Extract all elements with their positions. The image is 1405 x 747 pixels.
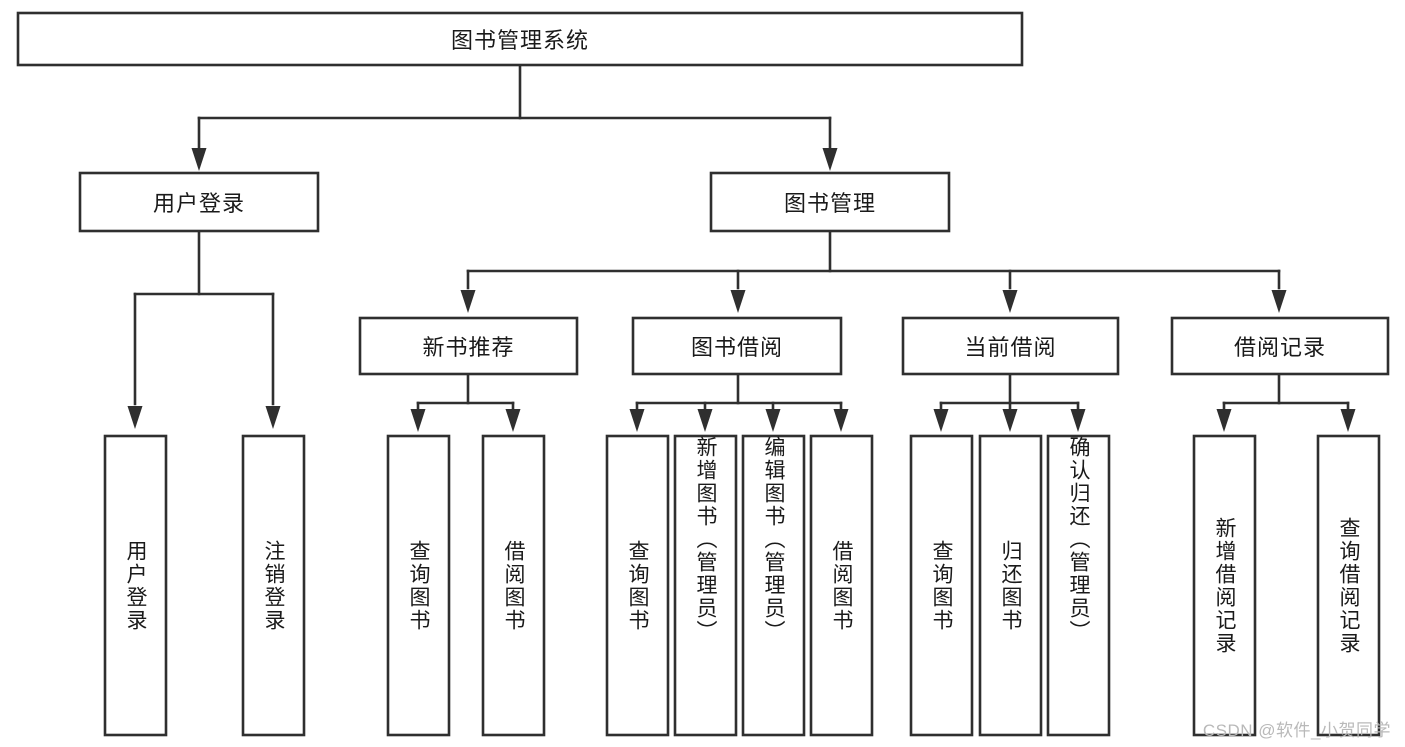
- arrow-book-borrow-leaf-3: [833, 409, 849, 432]
- node-current-borrow[interactable]: [901, 316, 1120, 376]
- connector-group-current-borrow: [939, 372, 1080, 411]
- node-borrow-record[interactable]: [1170, 316, 1390, 376]
- node-user-login[interactable]: [78, 171, 320, 233]
- node-book-borrow[interactable]: [631, 316, 843, 376]
- arrow-current-borrow-leaf-1: [1002, 409, 1018, 432]
- leaf-box-user-login-0[interactable]: [103, 434, 168, 737]
- leaf-box-current-borrow-2[interactable]: [1046, 434, 1111, 737]
- leaf-box-new-book-1[interactable]: [481, 434, 546, 737]
- arrow-user-login-leaf-0: [127, 406, 143, 429]
- arrow-new-book-leaf-1: [505, 409, 521, 432]
- arrow-to-current-borrow: [1002, 290, 1018, 313]
- leaf-box-user-login-1[interactable]: [241, 434, 306, 737]
- leaf-box-book-borrow-2[interactable]: [741, 434, 806, 737]
- leaf-box-book-borrow-0[interactable]: [605, 434, 670, 737]
- arrow-to-book-manage: [822, 148, 838, 171]
- arrow-to-user-login: [191, 148, 207, 171]
- arrow-book-borrow-leaf-0: [629, 409, 645, 432]
- arrow-current-borrow-leaf-0: [933, 409, 949, 432]
- arrow-current-borrow-leaf-2: [1070, 409, 1086, 432]
- leaf-box-new-book-0[interactable]: [386, 434, 451, 737]
- connector-group-book-manage: [466, 229, 1281, 290]
- node-book-manage[interactable]: [709, 171, 951, 233]
- arrow-to-borrow-record: [1271, 290, 1287, 313]
- arrow-book-borrow-leaf-2: [765, 409, 781, 432]
- leaf-box-current-borrow-1[interactable]: [978, 434, 1043, 737]
- connector-group-book-borrow: [635, 372, 843, 411]
- arrow-book-borrow-leaf-1: [697, 409, 713, 432]
- arrow-new-book-leaf-0: [410, 409, 426, 432]
- node-root-book-system[interactable]: [16, 11, 1024, 67]
- csdn-watermark: CSDN @软件_小贺同学: [1202, 721, 1391, 740]
- connector-group-borrow-record: [1222, 372, 1350, 411]
- leaf-box-borrow-record-1[interactable]: [1316, 434, 1381, 737]
- leaf-box-book-borrow-1[interactable]: [673, 434, 738, 737]
- connector-group-new-book: [416, 372, 515, 411]
- leaf-box-current-borrow-0[interactable]: [909, 434, 974, 737]
- arrow-to-new-book: [460, 290, 476, 313]
- arrow-to-book-borrow: [730, 290, 746, 313]
- arrow-user-login-leaf-1: [265, 406, 281, 429]
- node-new-book-recommend[interactable]: [358, 316, 579, 376]
- arrow-borrow-record-leaf-0: [1216, 409, 1232, 432]
- leaf-box-borrow-record-0[interactable]: [1192, 434, 1257, 737]
- arrow-borrow-record-leaf-1: [1340, 409, 1356, 432]
- connector-group-root: [197, 64, 832, 150]
- connector-group-user-login: [133, 229, 275, 406]
- leaf-box-book-borrow-3[interactable]: [809, 434, 874, 737]
